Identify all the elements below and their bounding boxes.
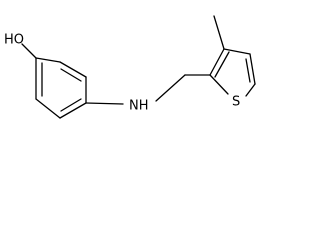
thiophene-double-2	[245, 58, 251, 83]
bond-t-c2-c3	[209, 48, 225, 76]
thiophene-double-1	[214, 51, 230, 78]
bond-t-c3-c4	[223, 48, 251, 55]
sulfur-label: S	[232, 95, 240, 110]
bond-t-c4-c5	[249, 53, 256, 85]
amine-label: NH	[129, 99, 149, 114]
bond-methyl	[213, 15, 225, 50]
bond-c-oh	[21, 43, 37, 59]
thiophene-ring	[209, 48, 256, 97]
molecule-structure: HO NH S	[4, 15, 256, 119]
bond-c3-c4	[59, 102, 87, 119]
benzene-ring	[35, 57, 87, 119]
bond-c2-c3	[35, 98, 61, 119]
bond-t-s-c2	[209, 74, 229, 95]
bond-ring-nh	[85, 102, 124, 105]
bond-c6-c1	[35, 57, 61, 63]
hydroxyl-label: HO	[4, 33, 24, 48]
double-bond-inner-2	[60, 98, 82, 112]
bond-t-c5-s	[245, 83, 256, 97]
double-bond-inner-3	[60, 68, 82, 82]
bond-c5-c6	[59, 61, 87, 78]
bond-nh-ch2	[155, 74, 186, 102]
